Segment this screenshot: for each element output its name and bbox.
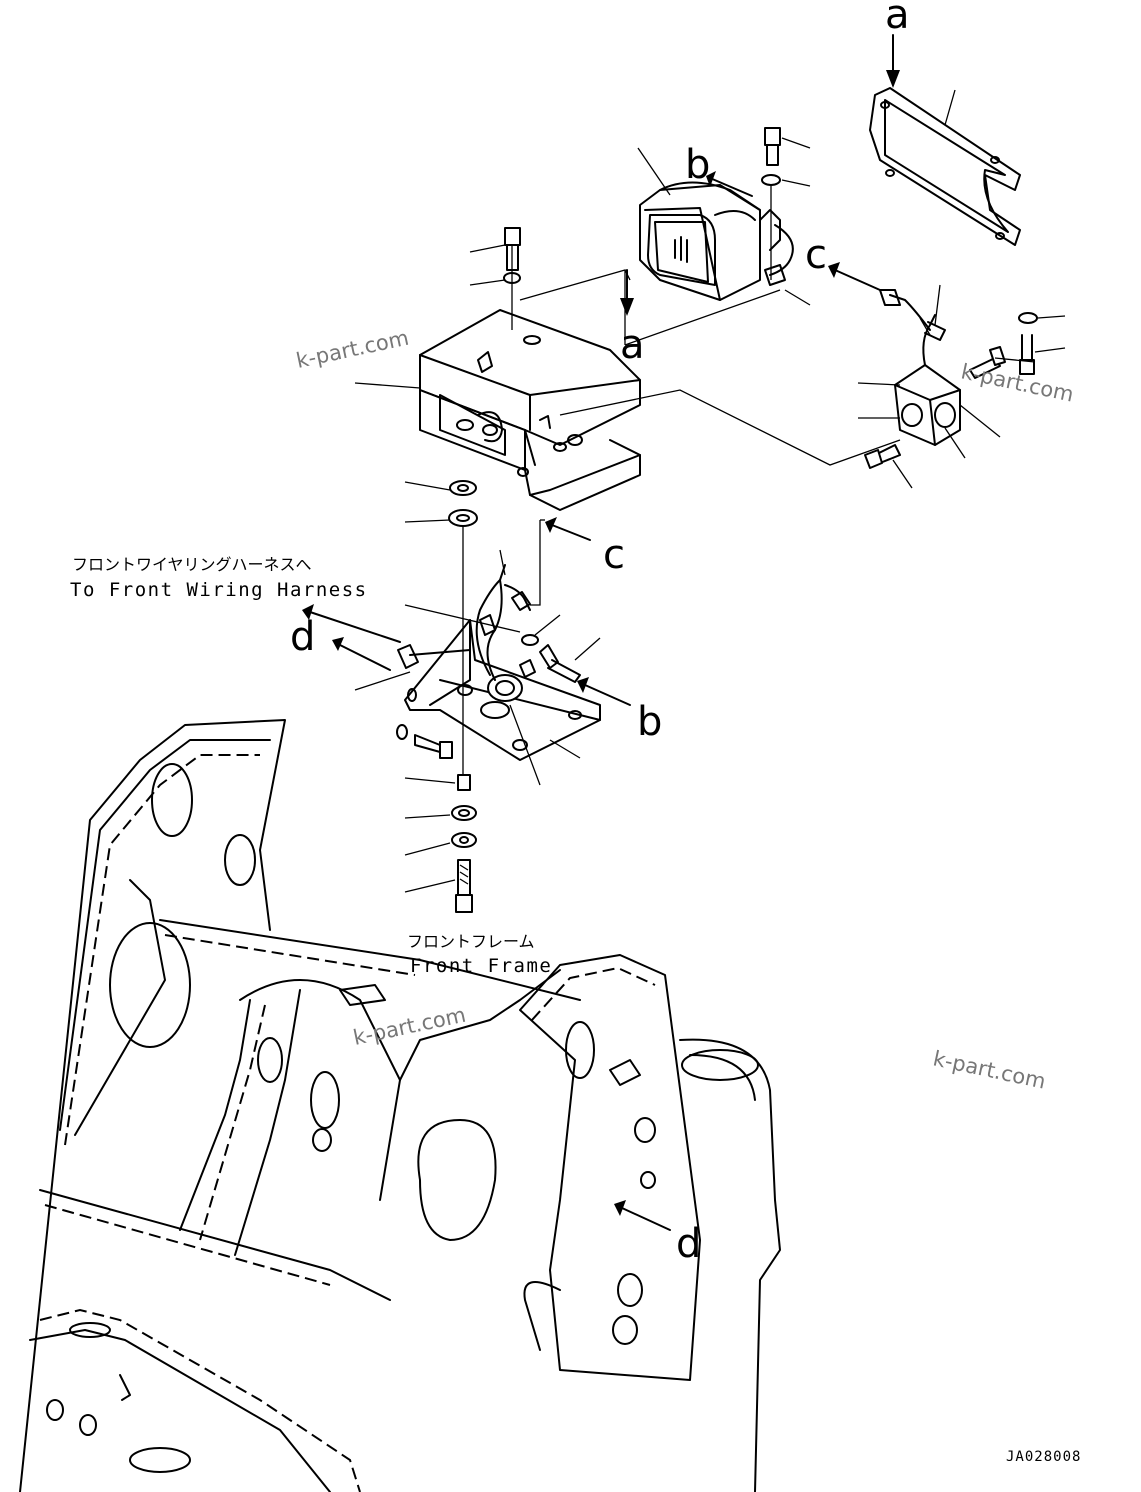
watermark-4: k-part.com (931, 1046, 1048, 1093)
watermark-1: k-part.com (294, 326, 411, 373)
callout-text: フロントワイヤリングハーネスへ To Front Wiring Harness … (70, 555, 552, 977)
relay-switch (879, 289, 961, 446)
harness-bracket (397, 564, 601, 761)
watermark-3: k-part.com (351, 1003, 468, 1050)
assembly-lines (462, 185, 901, 775)
drawing-code: JA028008 (1006, 1449, 1081, 1465)
work-lamp (639, 181, 794, 301)
arrows (302, 34, 900, 1231)
frame-label-en: Front Frame (410, 955, 552, 977)
ref-letter-b-top: b (685, 142, 710, 188)
frame-label-jp: フロントフレーム (407, 932, 535, 951)
lamp-bracket (419, 309, 641, 511)
reference-letters: a a b b c c d d (290, 0, 910, 1267)
ref-letter-a-mid: a (620, 322, 645, 368)
ref-letter-a-top: a (885, 0, 910, 38)
ref-letter-d-frame: d (676, 1221, 701, 1267)
ref-letter-c-top: c (805, 232, 827, 278)
ref-letter-b-low: b (637, 699, 662, 745)
ref-letter-c-mid: c (603, 532, 625, 578)
leader-lines (354, 89, 1066, 893)
lamp-cover (869, 87, 1021, 246)
harness-label-en: To Front Wiring Harness (70, 579, 368, 601)
ref-letter-d-left: d (290, 614, 315, 660)
watermark-2: k-part.com (959, 359, 1076, 406)
harness-label-jp: フロントワイヤリングハーネスへ (72, 555, 312, 574)
front-frame (19, 719, 781, 1492)
